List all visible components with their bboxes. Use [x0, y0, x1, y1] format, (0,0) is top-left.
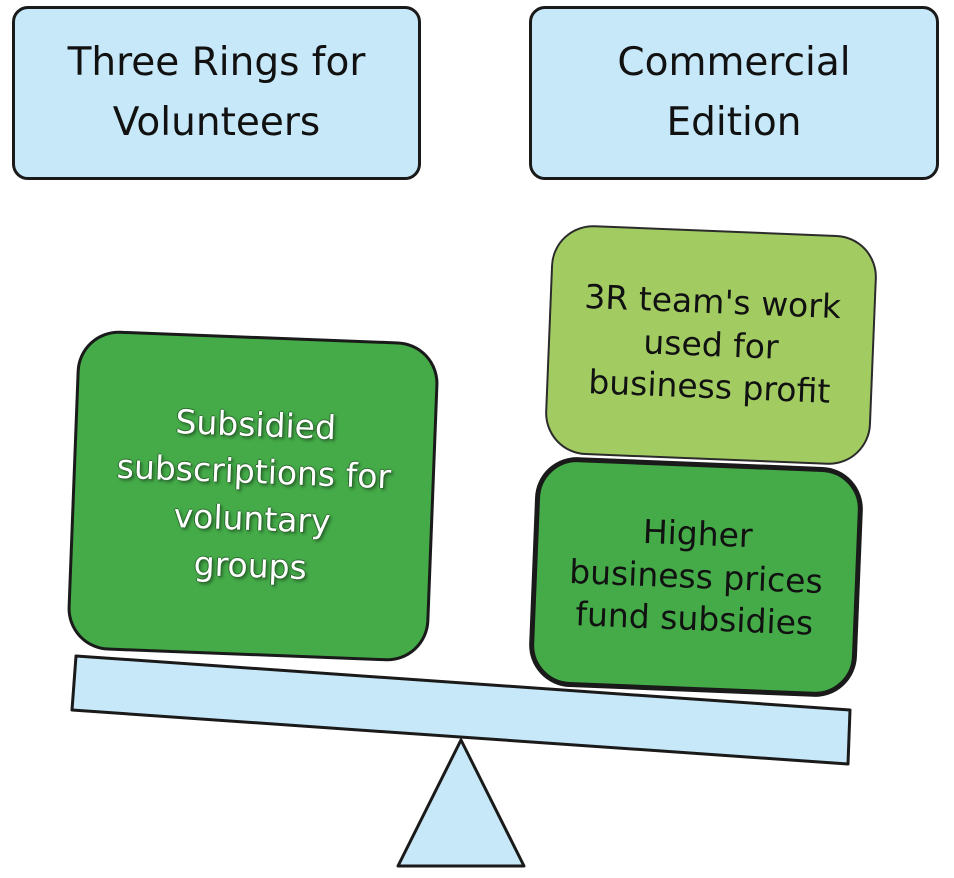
- three-rings-title: Three Rings for Volunteers: [68, 33, 366, 154]
- commercial-edition-title-line-1: Commercial: [617, 39, 851, 85]
- higher-prices-line-3: fund subsidies: [574, 594, 814, 644]
- team-work-line-3: business profit: [587, 362, 832, 412]
- three-rings-title-line-1: Three Rings for: [67, 39, 366, 85]
- commercial-edition-title-line-2: Edition: [666, 100, 802, 145]
- team-work-profit-box: 3R team's work used for business profit: [543, 223, 879, 467]
- commercial-edition-title: Commercial Edition: [617, 33, 850, 154]
- higher-prices-text: Higher business prices fund subsidies: [567, 508, 826, 647]
- higher-prices-box: Higher business prices fund subsidies: [527, 455, 865, 699]
- seesaw-fulcrum: [396, 738, 526, 868]
- subsidised-subscriptions-text: Subsidied subscriptions for voluntary gr…: [112, 397, 393, 595]
- team-work-profit-text: 3R team's work used for business profit: [580, 276, 842, 415]
- subsidised-line-4: groups: [193, 543, 308, 587]
- three-rings-for-volunteers-box: Three Rings for Volunteers: [12, 6, 421, 180]
- subsidised-subscriptions-box: Subsidied subscriptions for voluntary gr…: [65, 329, 441, 663]
- three-rings-title-line-2: Volunteers: [112, 100, 321, 145]
- commercial-edition-box: Commercial Edition: [529, 6, 939, 180]
- seesaw-beam: [70, 654, 852, 766]
